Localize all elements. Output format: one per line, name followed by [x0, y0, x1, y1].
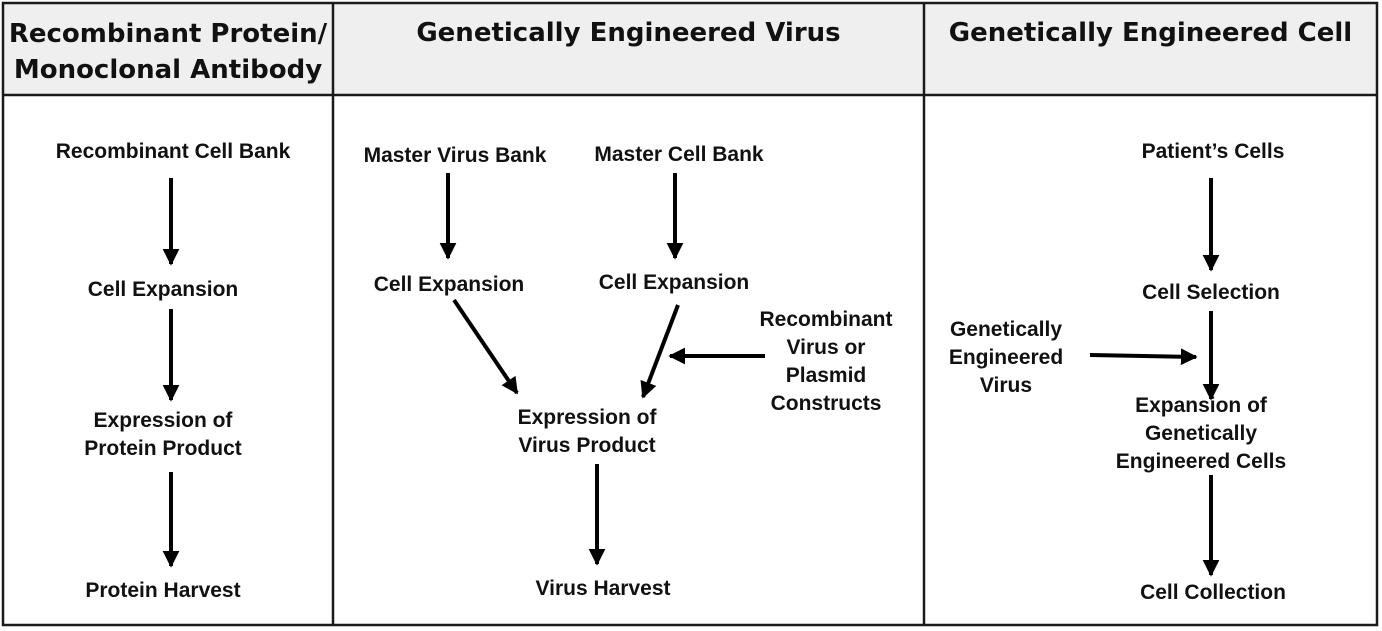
column-header-virus: Genetically Engineered Virus: [334, 4, 923, 95]
column-header-virus-text: Genetically Engineered Virus: [416, 18, 841, 48]
node-master-virus-bank: Master Virus Bank: [363, 144, 547, 167]
node-virus-harvest: Virus Harvest: [535, 577, 671, 600]
node-expansion-engineered-cells: Expansion of Genetically Engineered Cell…: [1115, 394, 1287, 473]
arrow-left-expansion-to-expression: [452, 298, 519, 395]
node-protein-harvest: Protein Harvest: [85, 579, 241, 602]
column-header-cell: Genetically Engineered Cell: [925, 4, 1376, 95]
node-cell-expansion-virus-right: Cell Expansion: [598, 271, 750, 294]
node-genetically-engineered-virus: Genetically Engineered Virus: [948, 318, 1064, 397]
node-master-cell-bank: Master Cell Bank: [594, 143, 764, 166]
node-patients-cells: Patient’s Cells: [1141, 140, 1285, 163]
node-recombinant-virus-constructs: Recombinant Virus or Plasmid Constructs: [759, 308, 893, 415]
node-expression-protein-product: Expression of Protein Product: [84, 409, 242, 460]
node-recombinant-cell-bank: Recombinant Cell Bank: [55, 140, 291, 163]
node-expression-virus-product: Expression of Virus Product: [517, 406, 657, 457]
arrow-virus-to-selection-line: [1089, 348, 1198, 366]
node-cell-collection: Cell Collection: [1140, 581, 1286, 604]
column-header-protein: Recombinant Protein/ Monoclonal Antibody: [4, 4, 332, 95]
column-header-protein-text: Recombinant Protein/ Monoclonal Antibody: [8, 19, 328, 85]
node-cell-selection: Cell Selection: [1142, 281, 1280, 304]
node-cell-expansion-protein: Cell Expansion: [87, 278, 239, 301]
arrow-right-expansion-to-expression: [640, 304, 680, 399]
node-cell-expansion-virus-left: Cell Expansion: [373, 273, 525, 296]
column-header-cell-text: Genetically Engineered Cell: [948, 18, 1353, 48]
